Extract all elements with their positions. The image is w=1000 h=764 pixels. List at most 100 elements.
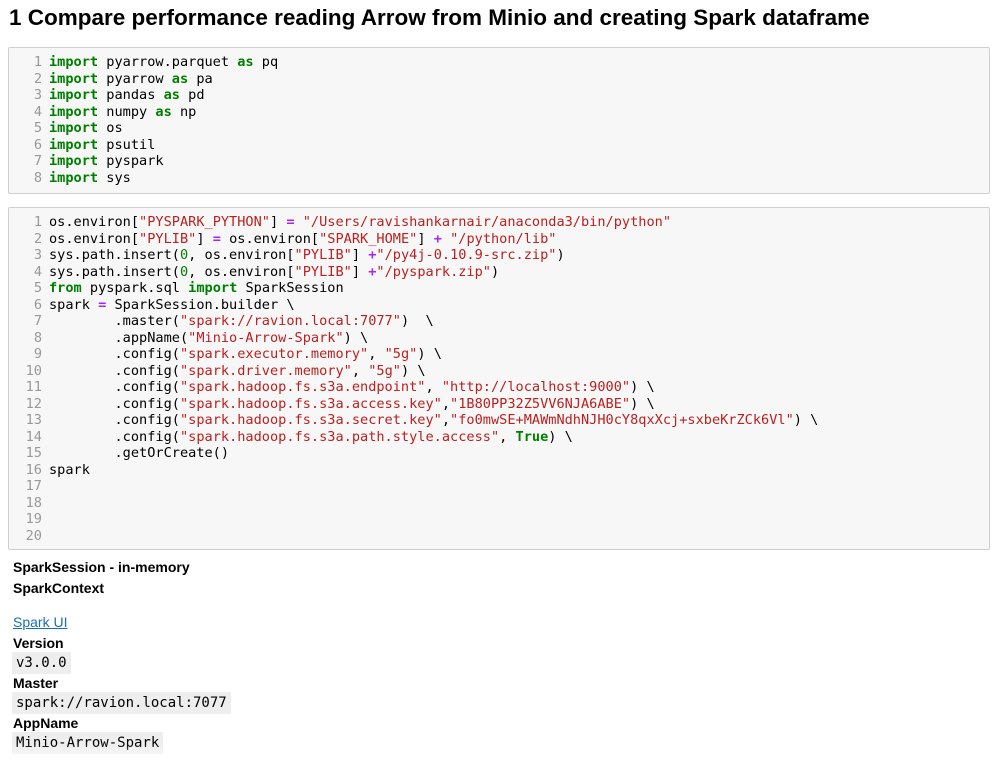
code-token: import: [49, 54, 99, 70]
code-line[interactable]: 5 from pyspark.sql import SparkSession: [9, 280, 818, 297]
code-token: "/py4j-0.10.9-src.zip": [376, 247, 557, 263]
spark-ui-link[interactable]: Spark UI: [13, 614, 68, 630]
code-token: ,: [368, 346, 385, 362]
code-token: +: [368, 247, 377, 263]
code-line[interactable]: 19: [9, 511, 818, 528]
code-token: pa: [188, 70, 213, 87]
code-line[interactable]: 20: [9, 528, 818, 545]
code-token: .config(: [49, 428, 180, 445]
code-token: "Minio-Arrow-Spark": [188, 329, 344, 346]
line-number: 17: [25, 478, 42, 494]
code-line[interactable]: 15 .getOrCreate(): [9, 445, 818, 462]
line-number: 4: [33, 103, 42, 120]
code-token: .appName(: [49, 329, 189, 346]
code-token: +: [433, 230, 442, 247]
code-token: ]: [351, 263, 369, 280]
code-token: import: [49, 136, 99, 153]
code-token: +: [368, 263, 377, 280]
code-token: np: [171, 103, 197, 120]
code-token: from: [49, 280, 82, 296]
code-token: "/Users/ravishankarnair/anaconda3/bin/py…: [302, 214, 672, 230]
code-token: os: [98, 120, 123, 136]
code-text: from pyspark.sql import SparkSession: [49, 280, 344, 297]
code-line[interactable]: 17: [9, 478, 818, 495]
code-token: pd: [179, 87, 205, 103]
code-token: "1B80PP32Z5VV6NJA6ABE": [450, 395, 631, 412]
code-line[interactable]: 13 .config("spark.hadoop.fs.s3a.secret.k…: [9, 412, 819, 429]
code-token: "spark.hadoop.fs.s3a.endpoint": [179, 379, 426, 395]
code-token: "/python/lib": [450, 230, 557, 247]
code-text: import pandas as pd: [49, 87, 205, 104]
code-text: .config("spark.executor.memory", "5g") \: [49, 346, 441, 363]
code-token: ) \: [630, 395, 655, 412]
code-token: ) \: [548, 428, 573, 445]
code-line[interactable]: 14 .config("spark.hadoop.fs.s3a.path.sty…: [9, 429, 818, 446]
code-text: sys.path.insert(0, os.environ["PYLIB"] +…: [49, 264, 499, 281]
line-number: 3: [33, 247, 42, 263]
code-line[interactable]: 12 .config("spark.hadoop.fs.s3a.access.k…: [9, 396, 818, 413]
code-token: numpy: [98, 103, 156, 120]
code-token: "spark.hadoop.fs.s3a.access.key": [179, 395, 442, 412]
code-line[interactable]: 7 .master("spark://ravion.local:7077") \: [9, 313, 818, 330]
code-line[interactable]: 4 import numpy as np: [9, 104, 278, 121]
line-number: 19: [25, 511, 42, 527]
code-token: "spark://ravion.local:7077": [179, 313, 401, 329]
code-token: import: [49, 87, 99, 103]
code-line[interactable]: 18: [9, 495, 818, 512]
code-line[interactable]: 9 .config("spark.executor.memory", "5g")…: [9, 346, 818, 363]
code-token: "PYLIB": [139, 230, 197, 247]
code-token: spark: [49, 461, 90, 478]
code-token: import: [49, 169, 99, 186]
code-line[interactable]: 10 .config("spark.driver.memory", "5g") …: [9, 363, 818, 380]
code-token: pyarrow: [98, 70, 172, 87]
code-text: import psutil: [49, 137, 155, 154]
line-number: 7: [33, 313, 42, 329]
code-text: os.environ["PYSPARK_PYTHON"] = "/Users/r…: [49, 214, 671, 231]
code-token: spark: [49, 296, 99, 313]
code-token: "spark.driver.memory": [179, 362, 352, 379]
line-number: 3: [33, 87, 42, 103]
code-token: pq: [253, 54, 279, 70]
code-text: .config("spark.hadoop.fs.s3a.access.key"…: [49, 395, 655, 413]
bottom-fade: [0, 744, 1000, 764]
code-token: 0: [179, 247, 189, 263]
code-text: import numpy as np: [49, 104, 196, 121]
code-token: os.environ[: [49, 230, 140, 247]
code-token: =: [98, 296, 107, 313]
code-text: import pyarrow as pa: [49, 71, 213, 88]
code-text: .appName("Minio-Arrow-Spark") \: [49, 330, 368, 347]
line-number: 14: [25, 428, 42, 445]
code-token: pyspark.sql: [81, 280, 189, 296]
code-token: ) \: [400, 313, 434, 329]
code-token: .config(: [49, 346, 180, 362]
code-line[interactable]: 8 .appName("Minio-Arrow-Spark") \: [9, 330, 818, 347]
version-label: Version: [13, 635, 64, 651]
code-token: ]: [196, 230, 213, 247]
code-text: .config("spark.hadoop.fs.s3a.endpoint", …: [49, 379, 654, 396]
code-text: import pyspark: [49, 153, 164, 170]
code-token: import: [49, 120, 99, 136]
code-token: ): [556, 247, 565, 263]
code-token: "spark.hadoop.fs.s3a.secret.key": [179, 412, 442, 428]
code-line[interactable]: 11 .config("spark.hadoop.fs.s3a.endpoint…: [9, 379, 818, 396]
code-line[interactable]: 3 import pandas as pd: [9, 87, 278, 104]
code-token: .getOrCreate(): [49, 445, 230, 461]
code-token: 0: [179, 263, 189, 280]
line-number: 5: [33, 280, 42, 296]
